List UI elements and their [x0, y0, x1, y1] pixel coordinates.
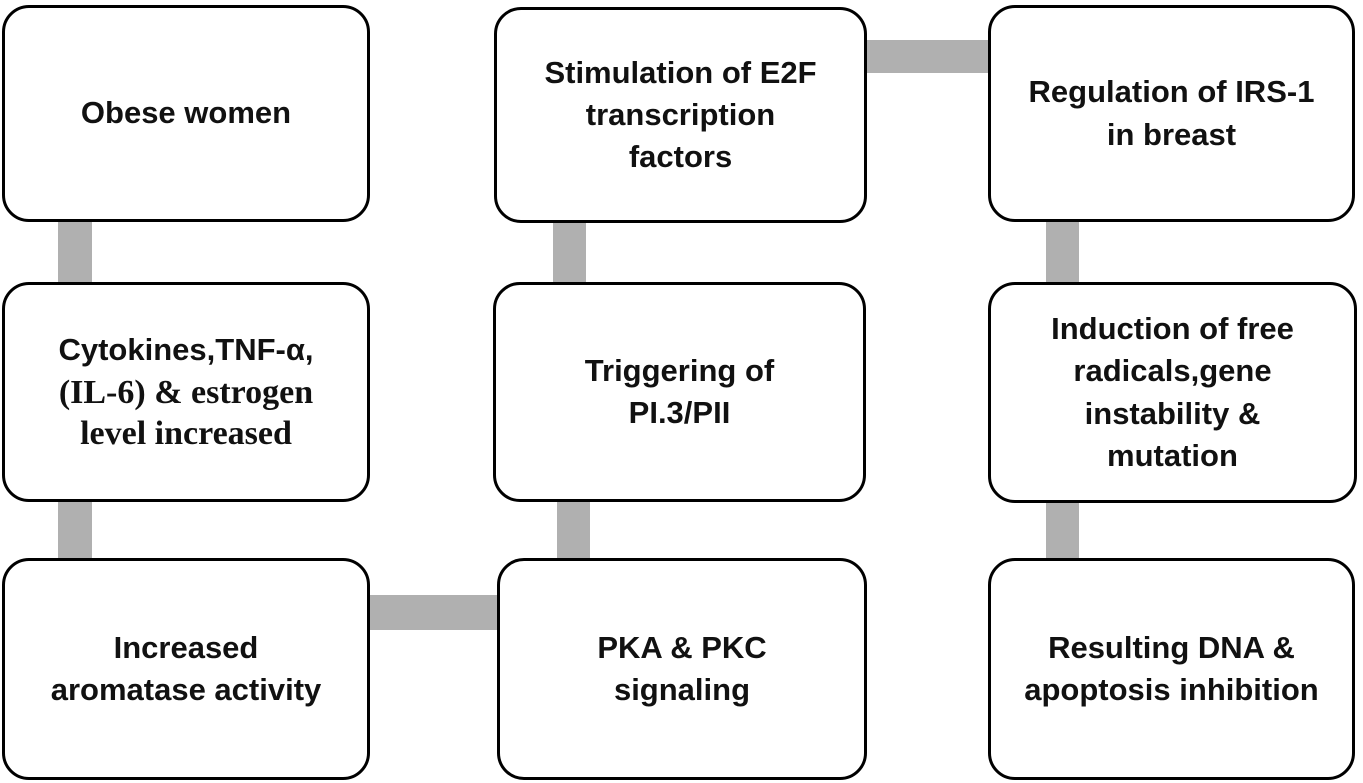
node-cytokines-estrogen: Cytokines,TNF-α, (IL-6) & estrogen level…: [2, 282, 370, 502]
node-pka-pkc-signaling: PKA & PKC signaling: [497, 558, 867, 780]
node-dna-apoptosis-label: Resulting DNA & apoptosis inhibition: [1024, 629, 1319, 707]
node-cytokines-estrogen-label-line1: Cytokines,TNF-α,: [58, 332, 314, 368]
edge-obese-women-to-cytokines: [58, 218, 92, 286]
node-e2f-stimulation-label: Stimulation of E2F transcription factors: [544, 54, 817, 175]
node-irs1-regulation-label: Regulation of IRS-1 in breast: [1028, 74, 1315, 152]
node-increased-aromatase: Increased aromatase activity: [2, 558, 370, 780]
node-pka-pkc-signaling-label: PKA & PKC signaling: [597, 629, 767, 707]
node-obese-women-label: Obese women: [80, 95, 292, 131]
edge-triggering-pi3-to-e2f: [553, 218, 586, 286]
node-free-radicals-induction-label: Induction of free radicals,gene instabil…: [1051, 311, 1294, 473]
node-triggering-pi3-label: Triggering of PI.3/PII: [584, 352, 775, 430]
edge-free-radicals-to-dna-apoptosis: [1046, 499, 1079, 562]
node-obese-women: Obese women: [2, 5, 370, 222]
edge-e2f-to-irs1: [864, 40, 991, 73]
node-free-radicals-induction: Induction of free radicals,gene instabil…: [988, 282, 1357, 503]
node-cytokines-estrogen-label-rest: (IL-6) & estrogen level increased: [58, 373, 314, 453]
edge-irs1-to-free-radicals: [1046, 218, 1079, 286]
node-e2f-stimulation: Stimulation of E2F transcription factors: [494, 7, 867, 223]
edge-pka-pkc-to-triggering-pi3: [557, 498, 590, 562]
node-irs1-regulation: Regulation of IRS-1 in breast: [988, 5, 1355, 222]
node-triggering-pi3: Triggering of PI.3/PII: [493, 282, 866, 502]
node-increased-aromatase-label: Increased aromatase activity: [50, 629, 322, 707]
edge-aromatase-to-pka-pkc: [368, 595, 500, 630]
edge-cytokines-to-aromatase: [58, 498, 92, 562]
node-dna-apoptosis: Resulting DNA & apoptosis inhibition: [988, 558, 1355, 780]
